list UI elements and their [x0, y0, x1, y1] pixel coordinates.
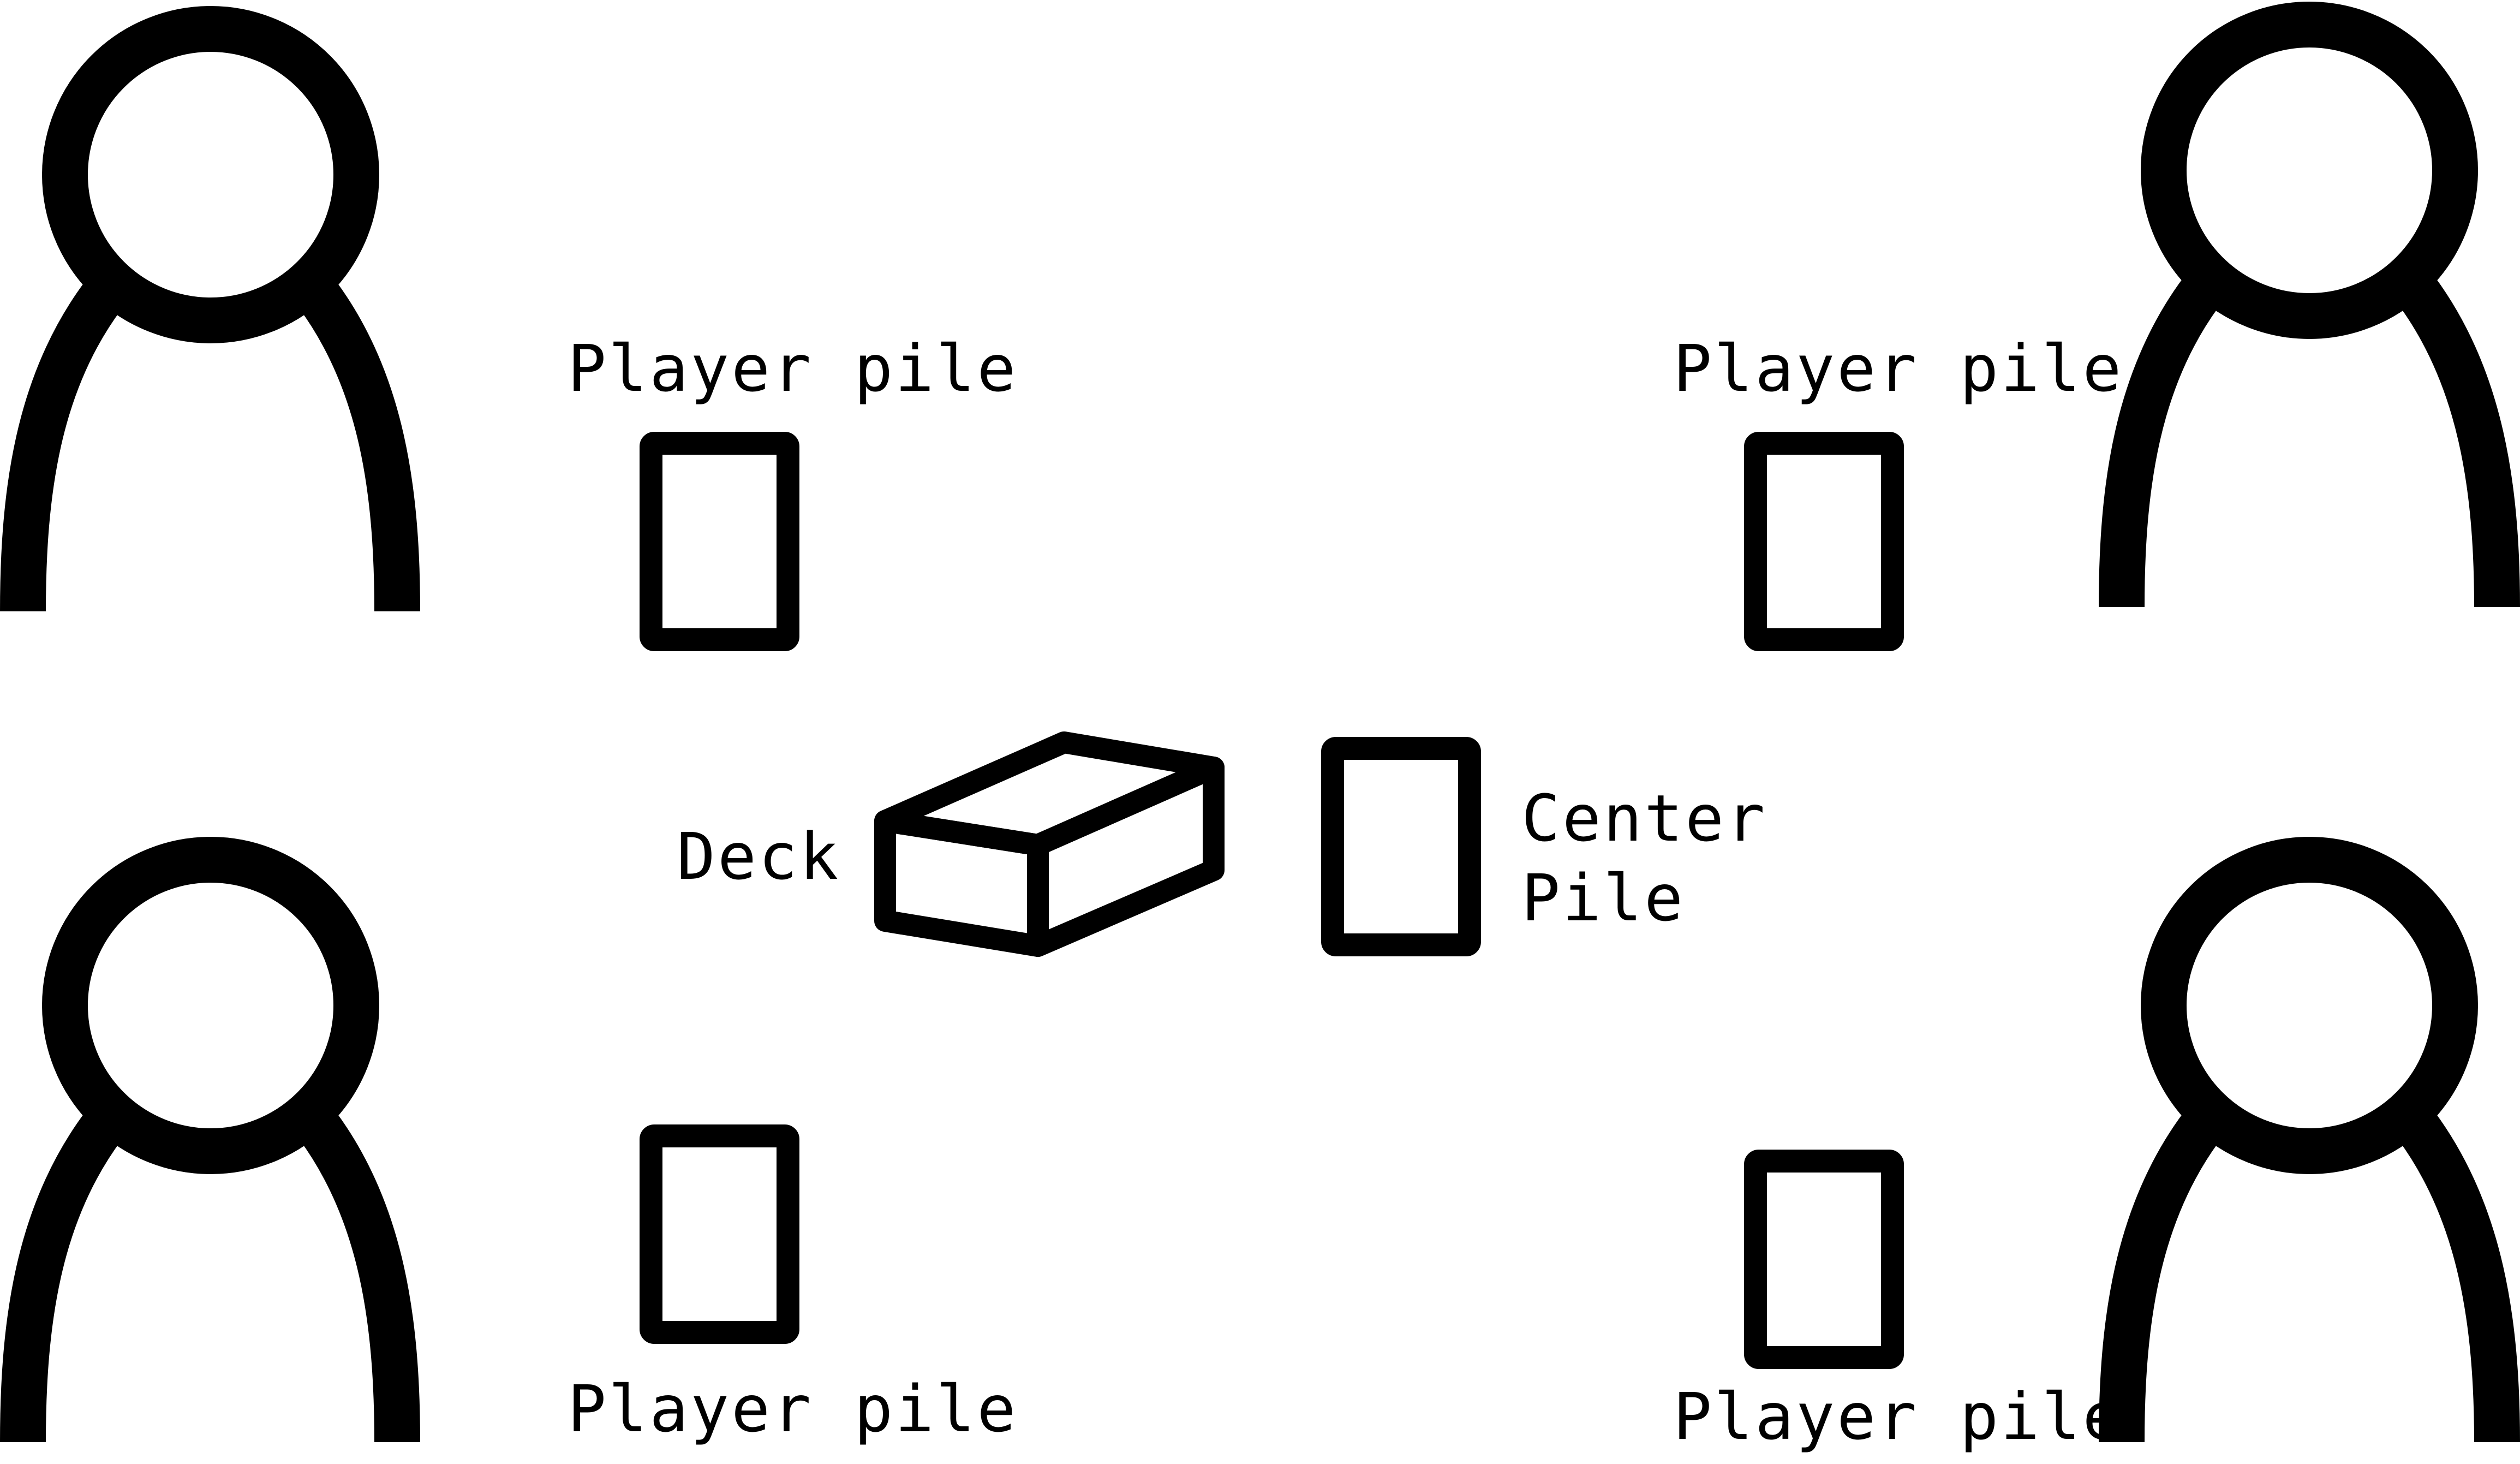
- player-body: [0, 1111, 122, 1443]
- deck-icon: [874, 731, 1225, 957]
- center-pile-label-line1: Center: [1521, 781, 1767, 856]
- player-body: [2099, 1111, 2221, 1443]
- player-pile-label-top-left: Player pile: [568, 331, 1018, 406]
- player-head: [2141, 837, 2478, 1174]
- player-figure-top-right: [2099, 2, 2520, 608]
- player-body: [2398, 277, 2520, 608]
- player-body: [0, 281, 122, 612]
- player-pile-bottom-left: [640, 1124, 799, 1344]
- deck-label: Deck: [677, 819, 840, 894]
- deck-front-face: [874, 810, 1049, 957]
- player-pile-bottom-right: [1744, 1150, 1904, 1369]
- player-figure-bottom-left: [0, 837, 420, 1443]
- player-body: [2099, 276, 2221, 608]
- player-head: [42, 837, 379, 1174]
- player-pile-label-bottom-left: Player pile: [568, 1371, 1018, 1447]
- player-pile-label-bottom-right: Player pile: [1673, 1379, 2123, 1454]
- player-figure-top-left: [0, 6, 420, 612]
- deck-side-face: [1027, 757, 1225, 957]
- player-pile-label-top-right: Player pile: [1673, 331, 2123, 406]
- center-pile: [1321, 737, 1481, 956]
- player-figure-bottom-right: [2099, 837, 2520, 1443]
- player-body: [299, 281, 420, 612]
- player-body: [2398, 1112, 2520, 1443]
- player-pile-top-right: [1744, 432, 1904, 651]
- player-pile-top-left: [640, 432, 799, 651]
- center-pile-label-line2: Pile: [1521, 860, 1685, 936]
- player-head: [2141, 2, 2478, 339]
- player-body: [299, 1112, 420, 1443]
- player-head: [42, 6, 379, 343]
